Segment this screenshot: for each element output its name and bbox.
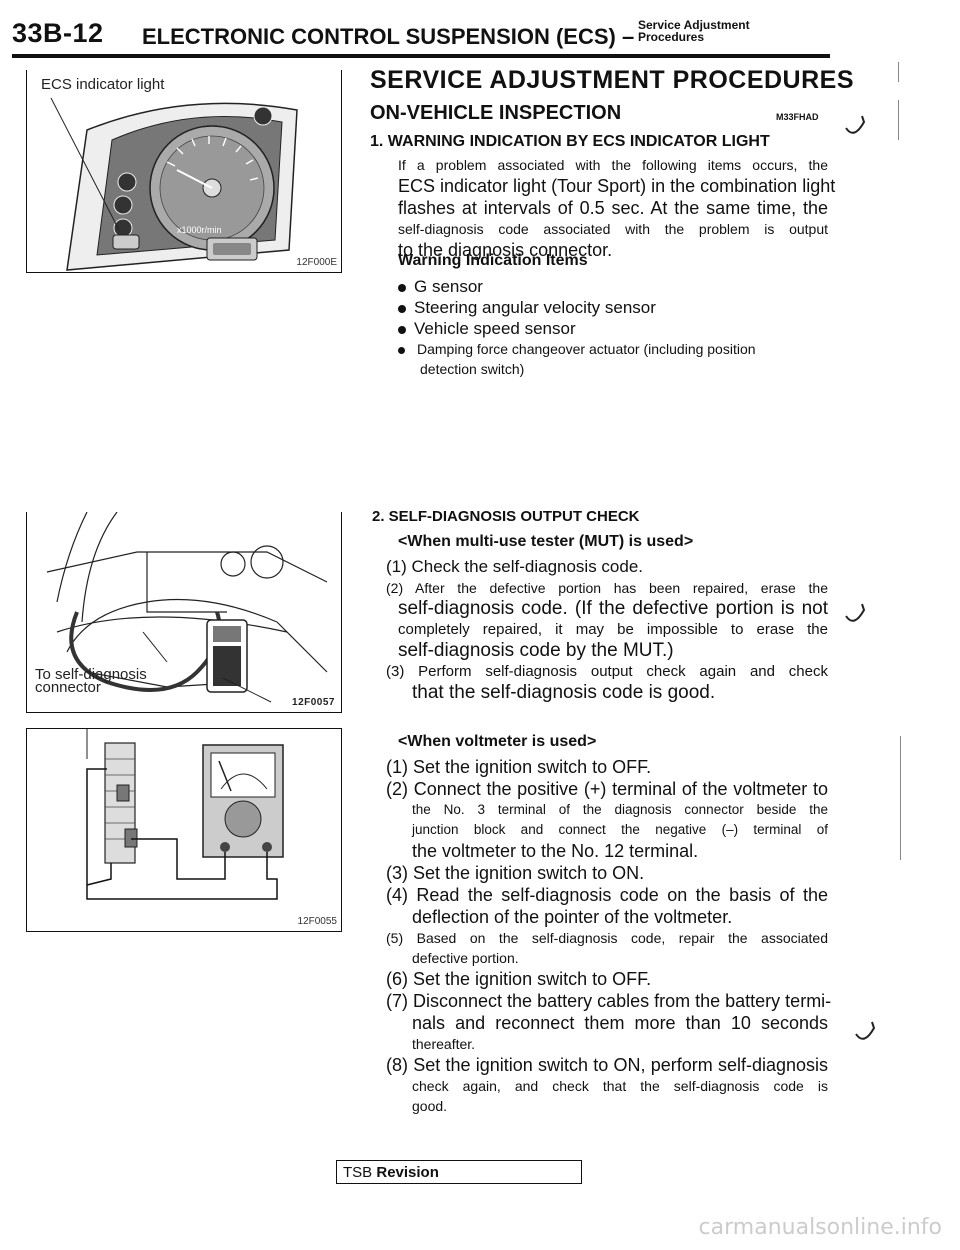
mut-line-4: completely repaired, it may be impossibl… xyxy=(398,621,828,638)
subtitle-line-2: Procedures xyxy=(638,30,705,44)
section1-line-2: ECS indicator light (Tour Sport) in the … xyxy=(398,176,836,196)
mut-line-3: self-diagnosis code. (If the defective p… xyxy=(398,598,828,619)
gauge-unit-text: x1000r/min xyxy=(177,225,222,235)
volt-line-11: (6) Set the ignition switch to OFF. xyxy=(386,969,652,989)
volt-line-16: check again, and check that the self-dia… xyxy=(412,1078,828,1094)
voltmeter-wiring-diagram xyxy=(27,729,341,931)
volt-line-3: the No. 3 terminal of the diagnosis conn… xyxy=(412,802,828,817)
mut-heading: <When multi-use tester (MUT) is used> xyxy=(398,533,694,550)
warning-items-heading: Warning Indication Items xyxy=(398,252,588,269)
margin-rule xyxy=(898,62,899,82)
mut-line-6: (3) Perform self-diagnosis output check … xyxy=(386,663,828,680)
section1-line-1: If a problem associated with the followi… xyxy=(398,157,828,173)
volt-line-9: (5) Based on the self-diagnosis code, re… xyxy=(386,930,828,946)
figure-code-1: 12F000E xyxy=(296,257,337,268)
margin-rule xyxy=(898,100,899,140)
volt-line-13: nals and reconnect them more than 10 sec… xyxy=(412,1013,828,1033)
margin-rule xyxy=(900,736,901,860)
list-item: Steering angular velocity sensor xyxy=(398,297,828,318)
mut-line-1: (1) Check the self-diagnosis code. xyxy=(386,557,644,576)
volt-line-8: deflection of the pointer of the voltmet… xyxy=(412,907,733,927)
volt-line-2: (2) Connect the positive (+) terminal of… xyxy=(386,779,828,799)
subtitle-code: M33FHAD xyxy=(776,112,819,122)
connector-label-line-2: connector xyxy=(35,679,101,696)
bullet-icon xyxy=(398,283,406,292)
volt-line-1: (1) Set the ignition switch to OFF. xyxy=(386,757,652,777)
section1-line-4: self-diagnosis code associated with the … xyxy=(398,221,828,237)
section-title: ELECTRONIC CONTROL SUSPENSION (ECS) – xyxy=(142,24,635,49)
figure-code-3: 12F0055 xyxy=(297,916,337,927)
section1-heading: 1. WARNING INDICATION BY ECS INDICATOR L… xyxy=(370,133,770,150)
list-item: Damping force changeover actuator (inclu… xyxy=(398,339,828,359)
list-item-continuation: detection switch) xyxy=(420,361,525,377)
figure-label-connector: To self-diagnosis connector xyxy=(35,666,147,696)
bullet-icon xyxy=(398,346,405,354)
tsb-revision-box: TSB Revision xyxy=(336,1160,582,1184)
figure-indicator-light: ECS indicator light x1000r/min 12F000E xyxy=(26,70,342,273)
section-subtitle: Service Adjustment Procedures xyxy=(638,19,750,43)
figure-label-indicator-light: ECS indicator light xyxy=(41,76,165,93)
figure-voltmeter-wiring: 12F0055 xyxy=(26,728,342,932)
voltmeter-steps: (1) Set the ignition switch to OFF. (2) … xyxy=(386,756,832,1116)
instrument-cluster-illustration xyxy=(27,70,341,272)
volt-line-7: (4) Read the self-diagnosis code on the … xyxy=(386,885,828,905)
dashboard-mut-illustration xyxy=(27,512,341,712)
section2-heading: 2. SELF-DIAGNOSIS OUTPUT CHECK xyxy=(372,508,640,525)
figure-code-2: 12F0057 xyxy=(292,697,335,708)
volt-line-5: the voltmeter to the No. 12 terminal. xyxy=(412,841,699,861)
volt-line-6: (3) Set the ignition switch to ON. xyxy=(386,863,645,883)
header-rule xyxy=(12,54,830,58)
volt-line-17: good. xyxy=(412,1098,448,1114)
section1-line-3: flashes at intervals of 0.5 sec. At the … xyxy=(398,198,828,218)
volt-line-15: (8) Set the ignition switch to ON, perfo… xyxy=(386,1055,828,1075)
mut-steps: (1) Check the self-diagnosis code. (2) A… xyxy=(386,556,828,704)
section1-line-5: to the diagnosis connector. xyxy=(398,240,613,260)
bullet-icon xyxy=(398,304,406,313)
tsb-prefix: TSB xyxy=(343,1164,373,1181)
mut-line-2: (2) After the defective portion has been… xyxy=(386,580,828,596)
margin-hook-icon xyxy=(855,1021,876,1040)
watermark: carmanualsonline.info xyxy=(698,1215,942,1240)
mut-line-5: self-diagnosis code by the MUT.) xyxy=(398,640,674,661)
section1-body: If a problem associated with the followi… xyxy=(398,155,836,261)
list-item: G sensor xyxy=(398,276,828,297)
subtitle-line-1: Service Adjustment xyxy=(638,18,750,32)
tsb-label: Revision xyxy=(376,1164,439,1181)
warning-items-list: G sensor Steering angular velocity senso… xyxy=(398,276,828,379)
margin-hook-icon xyxy=(845,115,866,134)
list-item: Vehicle speed sensor xyxy=(398,318,828,339)
bullet-icon xyxy=(398,325,406,334)
volt-line-14: thereafter. xyxy=(412,1036,476,1052)
margin-hook-icon xyxy=(845,603,866,622)
volt-line-12: (7) Disconnect the battery cables from t… xyxy=(386,991,832,1011)
mut-line-7: that the self-diagnosis code is good. xyxy=(412,682,716,703)
connector-label-line-1: To self-diagnosis xyxy=(35,666,147,683)
volt-line-4: junction block and connect the negative … xyxy=(412,822,828,837)
page-title: SERVICE ADJUSTMENT PROCEDURES xyxy=(370,66,855,94)
volt-line-10: defective portion. xyxy=(412,950,519,966)
voltmeter-heading: <When voltmeter is used> xyxy=(398,733,597,750)
subtitle-on-vehicle: ON-VEHICLE INSPECTION xyxy=(370,102,622,124)
page-number: 33B-12 xyxy=(12,18,104,48)
figure-mut-connection: To self-diagnosis connector 12F0057 xyxy=(26,512,342,713)
